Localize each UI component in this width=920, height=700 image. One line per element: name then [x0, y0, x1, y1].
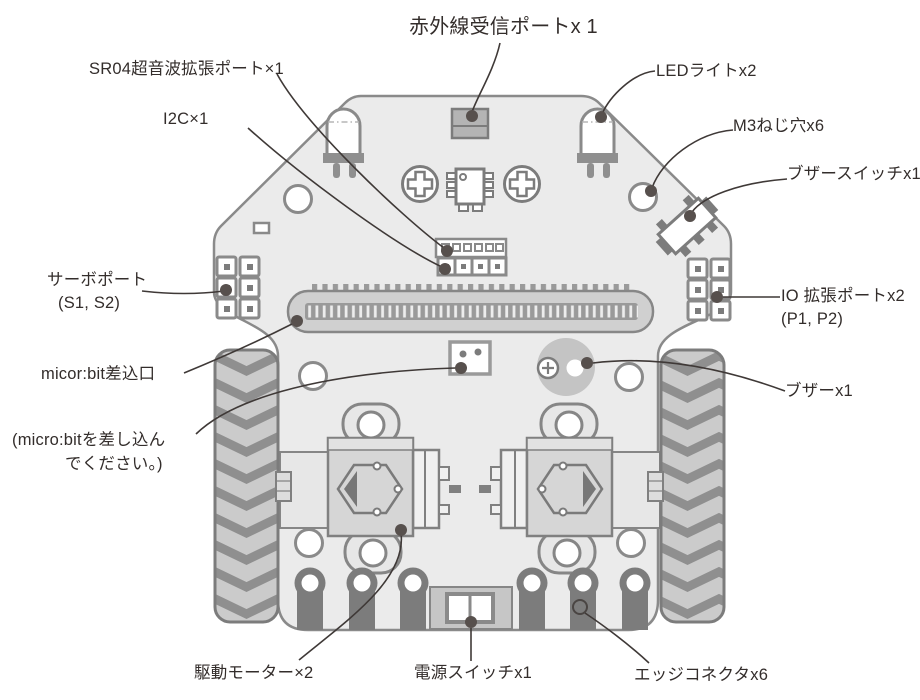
m3-hole	[616, 528, 646, 558]
wheel-left	[213, 348, 280, 624]
label-servo-port-line1: サーボポート	[47, 271, 148, 289]
io-port-header	[686, 257, 732, 322]
leader-dot-i2c	[439, 263, 451, 275]
leader-dot-buzzer	[581, 357, 593, 369]
edge-connector-pad	[619, 567, 651, 630]
leader-line-motor	[298, 532, 403, 661]
label-buzzer-switch: ブザースイッチx1	[787, 165, 920, 183]
m3-hole	[614, 362, 644, 392]
leader-dot-io	[711, 291, 723, 303]
label-io-port-line2: (P1, P2)	[781, 310, 844, 328]
smd-component	[252, 221, 271, 235]
edge-connector-pad	[567, 567, 599, 630]
axle-left	[275, 471, 292, 502]
leader-dot-motor	[395, 524, 407, 536]
edge-connector-pad	[346, 567, 378, 630]
led-right	[577, 107, 618, 178]
edge-connector-pad	[516, 567, 548, 630]
label-power-switch: 電源スイッチx1	[414, 664, 533, 682]
leader-dot-servo	[220, 284, 232, 296]
leader-dot-ir-receiver	[466, 110, 478, 122]
label-servo-port-line2: (S1, S2)	[58, 294, 121, 312]
leader-line-led	[601, 70, 656, 115]
leader-line-servo	[141, 290, 225, 295]
m3-hole	[294, 528, 324, 558]
leader-dots	[220, 110, 723, 628]
microbit-slot	[286, 284, 655, 334]
wheel-right	[659, 348, 726, 624]
microbit-socket	[448, 340, 492, 376]
leader-line-microbit-slot	[183, 322, 295, 374]
leader-line-buzzer-switch	[691, 178, 788, 213]
leader-lines	[141, 42, 788, 664]
leader-ring-edge-connector	[572, 599, 588, 615]
label-led-light: LEDライトx2	[656, 62, 757, 80]
leader-dot-power	[465, 616, 477, 628]
label-ir-receiver-port: 赤外線受信ポートx 1	[409, 16, 598, 38]
leader-line-microbit-note	[195, 367, 456, 435]
label-microbit-note-line1: (micro:bitを差し込ん	[12, 431, 166, 449]
buzzer-component	[536, 338, 595, 396]
leader-dot-microbit-slot	[291, 315, 303, 327]
buzzer-switch-component	[655, 194, 719, 258]
leader-dot-sr04	[441, 245, 453, 257]
i2c-header	[436, 256, 508, 277]
m3-hole	[283, 184, 313, 214]
drive-motor-right	[479, 402, 614, 575]
label-i2c-port: I2C×1	[163, 110, 209, 128]
label-buzzer: ブザーx1	[785, 382, 853, 400]
leader-dot-led	[595, 111, 607, 123]
leader-line-edge-connector	[584, 612, 650, 664]
edge-connector-pads	[294, 567, 651, 630]
leader-line-sr04	[276, 73, 445, 249]
label-drive-motor: 駆動モーター×2	[194, 664, 314, 682]
edge-connector-pad	[294, 567, 326, 630]
main-chip	[446, 167, 494, 212]
label-m3-screw-hole: M3ねじ穴x6	[733, 117, 825, 135]
label-sr04-port: SR04超音波拡張ポート×1	[89, 60, 284, 78]
servo-port-header	[215, 255, 261, 320]
leader-dot-m3	[645, 185, 657, 197]
leader-line-m3	[651, 129, 734, 189]
led-left	[323, 107, 364, 178]
screw-left	[401, 165, 439, 203]
axle-right	[647, 471, 664, 502]
label-edge-connector: エッジコネクタx6	[634, 666, 769, 684]
edge-connector-pad	[397, 567, 429, 630]
screw-right	[503, 165, 541, 203]
label-microbit-note-line2: でください。)	[65, 455, 163, 473]
leader-dot-microbit-note	[455, 362, 467, 374]
leader-dot-buzzer-switch	[684, 210, 696, 222]
label-microbit-slot: micor:bit差込口	[41, 365, 156, 383]
leader-line-ir-receiver	[471, 42, 501, 113]
label-io-port-line1: IO 拡張ポートx2	[781, 287, 905, 305]
drive-motor-left	[326, 402, 461, 575]
leader-line-buzzer	[592, 359, 786, 392]
leader-line-i2c	[247, 127, 443, 268]
